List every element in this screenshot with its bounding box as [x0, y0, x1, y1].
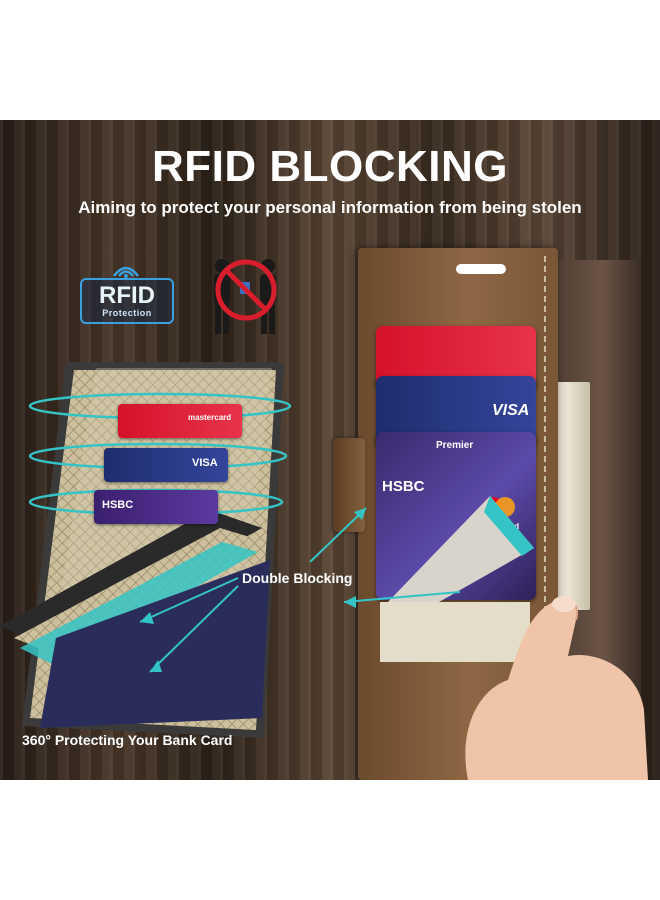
badge-frame: RFID Protection [80, 278, 174, 324]
case-slot [456, 264, 506, 274]
case-card-hsbc-label: HSBC [382, 478, 425, 495]
case-card-premier-label: Premier [436, 440, 474, 451]
sleeve-card-purple: HSBC [94, 490, 218, 524]
badge-main-text: RFID [99, 282, 155, 309]
product-photo: RFID BLOCKING Aiming to protect your per… [0, 120, 660, 780]
sleeve-card-blue: VISA [104, 448, 228, 482]
peeled-card-layer [384, 496, 534, 606]
sleeve-card-purple-label: HSBC [102, 499, 134, 511]
protecting-card-label: 360° Protecting Your Bank Card [22, 732, 233, 748]
case-lining [380, 602, 530, 662]
double-blocking-label: Double Blocking [242, 570, 353, 586]
hand-illustration [465, 596, 648, 780]
case-card-visa-label: VISA [492, 402, 530, 419]
headline: RFID BLOCKING [151, 142, 509, 191]
no-pickpocket-icon [214, 259, 277, 334]
sleeve-card-red: mastercard [118, 404, 242, 438]
sleeve-card-red-label: mastercard [188, 413, 232, 422]
rfid-protection-badge: RFID Protection [80, 262, 174, 324]
signal-waves-icon [113, 266, 139, 278]
sleeve-card-blue-label: VISA [192, 457, 218, 469]
badge-sub-text: Protection [102, 308, 152, 318]
callout-arrows [139, 507, 461, 673]
subheadline: Aiming to protect your personal informat… [78, 198, 582, 217]
case-stitching [544, 256, 546, 772]
